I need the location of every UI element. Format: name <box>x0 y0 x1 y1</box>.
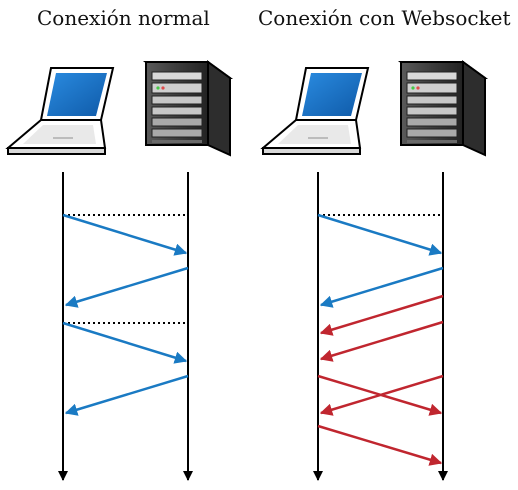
title-websocket-connection: Conexión con Websocket <box>258 6 511 30</box>
push-arrow <box>319 374 444 416</box>
response-arrow <box>64 374 189 416</box>
request-arrow <box>317 213 443 256</box>
laptop-icon <box>7 67 114 155</box>
server-tower-icon <box>145 61 231 156</box>
server-tower-icon <box>400 61 486 156</box>
request-arrow <box>62 321 188 364</box>
title-normal-connection: Conexión normal <box>37 6 210 30</box>
panel-websocket <box>262 61 486 481</box>
response-arrow <box>319 266 444 308</box>
request-arrow <box>62 213 188 256</box>
push-arrow <box>317 424 443 466</box>
panel-normal <box>7 61 231 481</box>
laptop-icon <box>262 67 369 155</box>
push-arrow <box>319 320 444 362</box>
response-arrow <box>64 266 189 308</box>
push-arrow <box>319 294 444 336</box>
